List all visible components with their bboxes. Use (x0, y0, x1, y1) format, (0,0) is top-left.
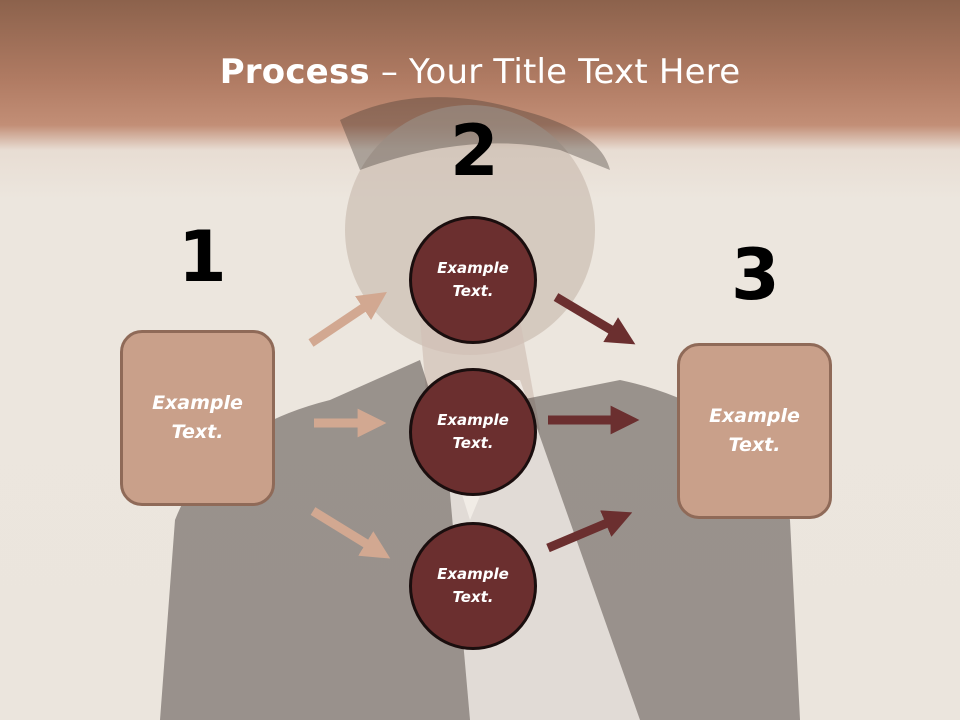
circle-2-line2: Text. (452, 434, 494, 452)
dark-arrow-up (546, 510, 633, 553)
light-arrow-up (308, 291, 387, 347)
step-number-3: 3 (731, 234, 780, 316)
title-rest: – Your Title Text Here (369, 52, 741, 92)
circle-2-line1: Example (437, 411, 509, 429)
right-box-line1: Example (709, 405, 800, 427)
step-number-2: 2 (450, 110, 499, 192)
circle-1-line2: Text. (452, 282, 494, 300)
step-number-1: 1 (178, 216, 227, 298)
circle-3-line1: Example (437, 565, 509, 583)
circle-1-line1: Example (437, 259, 509, 277)
dark-arrow-down (553, 293, 636, 345)
slide-title: Process – Your Title Text Here (0, 52, 960, 92)
right-box-line2: Text. (728, 434, 781, 456)
light-arrow-down (310, 507, 391, 559)
left-box-line1: Example (152, 392, 243, 414)
left-box-line2: Text. (171, 421, 224, 443)
title-bold: Process (219, 52, 370, 92)
circle-3-line2: Text. (452, 588, 494, 606)
